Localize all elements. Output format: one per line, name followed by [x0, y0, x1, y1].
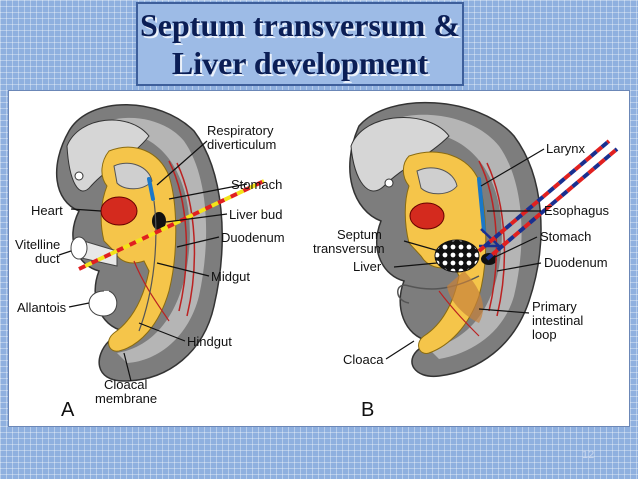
label-allantois: Allantois: [17, 300, 67, 315]
label-duodenum-b: Duodenum: [544, 255, 608, 270]
eye-icon-b: [384, 178, 394, 188]
slide-title-line-2: Liver development: [171, 45, 429, 81]
label-midgut: Midgut: [211, 269, 250, 284]
page-number: 12: [582, 449, 595, 461]
label-primary-1: Primary: [532, 299, 577, 314]
slide-title-line-1: Septum transversum &: [140, 7, 460, 43]
embryo-diagram: Respiratory diverticulum Stomach Heart L…: [15, 101, 619, 421]
label-respiratory-1: Respiratory: [207, 123, 274, 138]
label-stomach-a: Stomach: [231, 177, 282, 192]
panel-letter-a: A: [61, 399, 75, 421]
label-stomach-b: Stomach: [540, 229, 591, 244]
eye-icon: [74, 171, 84, 181]
heart-shape-b: [409, 202, 445, 230]
label-cloacal-1: Cloacal: [104, 377, 147, 392]
label-cloaca: Cloaca: [343, 352, 384, 367]
label-liver: Liver: [353, 259, 382, 274]
dashed-line-a-red: [78, 179, 265, 271]
label-larynx: Larynx: [546, 141, 586, 156]
embryo-a: [56, 104, 223, 382]
label-heart: Heart: [31, 203, 63, 218]
label-cloacal-2: membrane: [95, 391, 157, 406]
label-vitelline-1: Vitelline: [15, 237, 60, 252]
label-septum-1: Septum: [337, 227, 382, 242]
label-duodenum-a: Duodenum: [221, 230, 285, 245]
heart-shape: [100, 196, 138, 226]
label-primary-3: loop: [532, 327, 557, 342]
dashed-line-b-red: [477, 139, 611, 253]
panel-letter-b: B: [361, 399, 374, 421]
embryo-b: [349, 101, 542, 378]
dashed-line-b2-blue: [485, 147, 619, 261]
liver-mass: [434, 239, 480, 273]
label-primary-2: intestinal: [532, 313, 583, 328]
label-vitelline-2: duct: [35, 251, 60, 266]
label-respiratory-2: diverticulum: [207, 137, 276, 152]
label-esophagus: Esophagus: [544, 203, 610, 218]
figure-panel: Respiratory diverticulum Stomach Heart L…: [8, 90, 630, 427]
label-septum-2: transversum: [313, 241, 385, 256]
label-liver-bud: Liver bud: [229, 207, 282, 222]
label-hindgut: Hindgut: [187, 334, 232, 349]
slide-title-box: Septum transversum & Liver development: [136, 2, 464, 86]
